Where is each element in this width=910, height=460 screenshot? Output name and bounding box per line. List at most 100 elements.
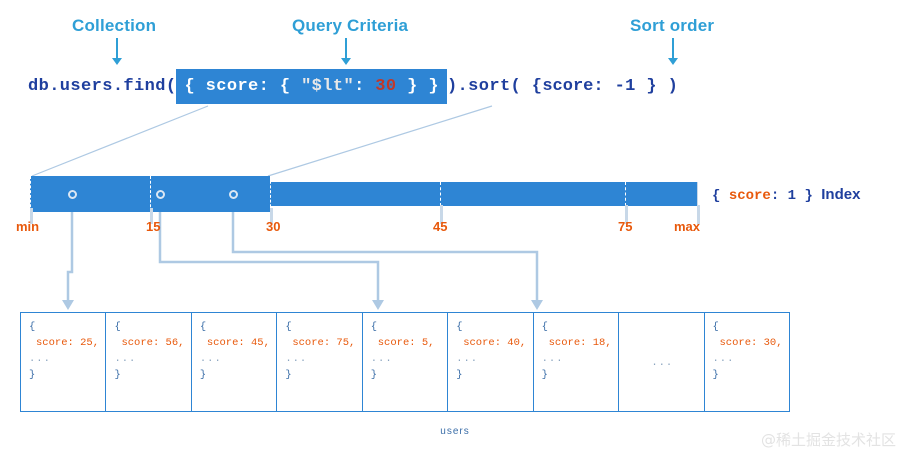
doc-field: score: 18, — [548, 337, 612, 349]
doc-field: score: 5, — [377, 337, 435, 349]
index-tick-stem-min — [30, 208, 33, 224]
doc-dots: ... — [114, 353, 137, 365]
index-caption-key: score — [728, 188, 771, 204]
query-sort-key: score — [542, 76, 594, 96]
annotation-stem-collection — [116, 38, 118, 60]
index-tick-line-min — [30, 176, 32, 212]
index-caption-word: Index — [821, 186, 861, 203]
doc-field: score: 25, — [36, 337, 100, 349]
doc-close: } — [114, 369, 121, 381]
document-box: { score: 45, ... } — [192, 313, 278, 411]
index-bar-base — [268, 182, 698, 206]
index-marker-3 — [229, 190, 238, 199]
index-caption-close: } — [796, 188, 813, 204]
doc-dots: ... — [541, 353, 564, 365]
doc-close: } — [712, 369, 719, 381]
annotation-arrow-collection — [112, 58, 122, 65]
doc-dots: ... — [456, 353, 479, 365]
documents-caption: users — [440, 426, 470, 437]
doc-field: score: 40, — [463, 337, 527, 349]
index-tick-line-15 — [150, 176, 152, 212]
doc-open: { — [285, 321, 292, 333]
index-tick-label-30: 30 — [266, 219, 281, 234]
doc-open: { — [712, 321, 719, 333]
doc-close: } — [541, 369, 548, 381]
index-tick-stem-45 — [440, 205, 443, 224]
document-box: { score: 56, ... } — [106, 313, 192, 411]
document-box: { score: 18, ... } — [534, 313, 620, 411]
connector-arrow-2 — [372, 300, 384, 310]
connector-arrow-3 — [531, 300, 543, 310]
connector-marker-1 — [66, 206, 74, 300]
query-sort-prefix: ).sort( { — [446, 76, 543, 96]
index-tick-label-45: 45 — [433, 219, 448, 234]
doc-dots: ... — [29, 353, 51, 365]
connector-query-left — [31, 105, 209, 177]
query-criteria-value: 30 — [375, 76, 397, 96]
query-expression: db.users.find( { score: { "$lt": 30 } } … — [28, 68, 678, 104]
doc-close: } — [29, 369, 36, 381]
annotation-stem-query-criteria — [345, 38, 347, 60]
annotation-label-query-criteria: Query Criteria — [292, 16, 409, 35]
query-prefix: db.users.find( — [28, 76, 177, 96]
doc-open: { — [29, 321, 36, 333]
index-caption-open: { — [712, 188, 729, 204]
index-tick-stem-75 — [625, 205, 628, 224]
doc-open: { — [456, 321, 463, 333]
doc-open: { — [370, 321, 378, 333]
index-tick-stem-30 — [270, 208, 273, 224]
doc-close: } — [285, 369, 292, 381]
doc-dots: ... — [370, 353, 393, 365]
annotation-label-sort-order: Sort order — [630, 16, 715, 35]
index-caption: { score: 1 } Index — [712, 186, 860, 204]
annotation-stem-sort-order — [672, 38, 674, 60]
document-box-ellipsis: ... — [619, 313, 705, 411]
index-tick-line-30 — [270, 176, 272, 212]
index-marker-1 — [68, 190, 77, 199]
index-tick-line-max — [697, 182, 699, 206]
index-tick-label-min: min — [16, 219, 40, 234]
watermark: @稀土掘金技术社区 — [760, 431, 896, 449]
doc-field: score: 45, — [206, 337, 270, 349]
index-marker-2 — [156, 190, 165, 199]
doc-dots: ... — [285, 353, 308, 365]
doc-open: { — [199, 321, 207, 333]
query-criteria-close: } } — [396, 76, 439, 96]
index-tick-label-15: 15 — [146, 219, 161, 234]
doc-field: score: 56, — [121, 337, 185, 349]
connector-arrow-1 — [62, 300, 74, 310]
doc-dots: ... — [712, 353, 735, 365]
doc-open: { — [541, 321, 548, 333]
index-tick-line-75 — [625, 182, 627, 206]
index-tick-stem-max — [697, 205, 700, 224]
query-criteria-colon: : — [354, 76, 376, 96]
index-tick-line-45 — [440, 182, 442, 206]
query-sort-suffix: : -1 } ) — [593, 76, 679, 96]
annotation-arrow-sort-order — [668, 58, 678, 65]
document-box: { score: 5, ... } — [363, 313, 449, 411]
index-tick-label-75: 75 — [618, 219, 633, 234]
document-box: { score: 75, ... } — [277, 313, 363, 411]
query-criteria-operator: "$lt" — [301, 76, 355, 96]
doc-close: } — [199, 369, 207, 381]
index-tick-label-max: max — [674, 219, 701, 234]
connector-query-right — [267, 105, 493, 177]
index-caption-sep: : — [770, 188, 788, 204]
query-criteria-open: { score: { — [184, 76, 302, 96]
doc-open: { — [114, 321, 121, 333]
documents-row: { score: 25, ... } { score: 56, ... } { … — [20, 312, 790, 412]
document-box: { score: 40, ... } — [448, 313, 534, 411]
query-criteria-highlight: { score: { "$lt": 30 } } — [176, 68, 447, 104]
doc-field: score: 30, — [719, 337, 783, 349]
doc-close: } — [456, 369, 463, 381]
index-caption-value: 1 — [787, 188, 797, 204]
document-box: { score: 30, ... } — [705, 313, 789, 411]
annotation-label-collection: Collection — [72, 16, 157, 35]
annotation-arrow-query-criteria — [341, 58, 351, 65]
doc-close: } — [370, 369, 378, 381]
document-box: { score: 25, ... } — [21, 313, 107, 411]
index-tick-stem-15 — [150, 208, 153, 224]
doc-field: score: 75, — [292, 337, 356, 349]
doc-dots: ... — [199, 353, 222, 365]
